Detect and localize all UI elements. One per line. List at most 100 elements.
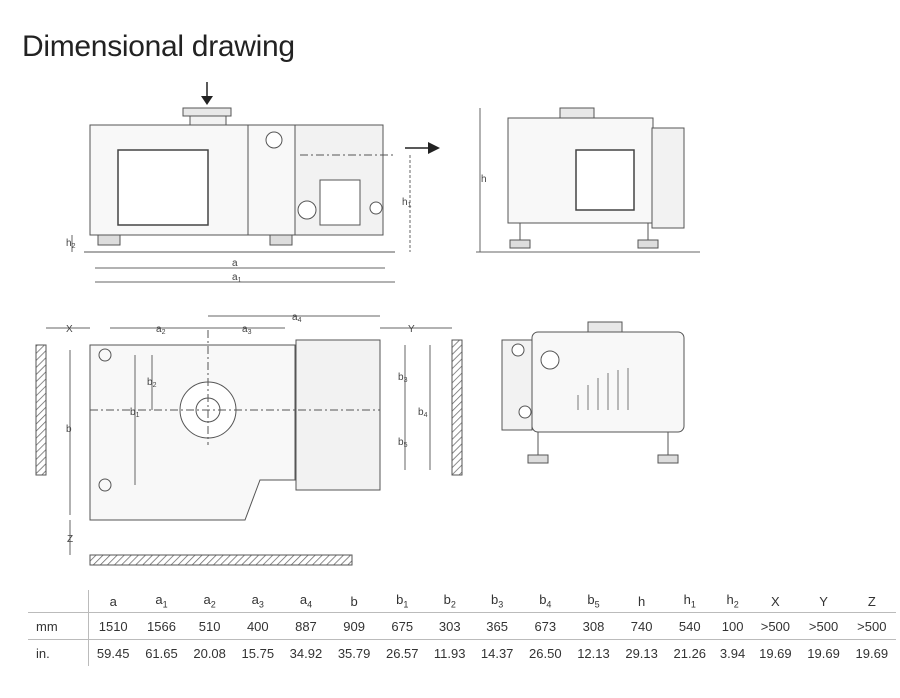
- column-header-base: b: [350, 593, 358, 609]
- dim-label-z: Z: [67, 534, 73, 545]
- column-header: a4: [282, 590, 330, 613]
- table-cell: 34.92: [289, 645, 323, 661]
- table-cell: 1566: [137, 612, 186, 640]
- table-row: in. 59.45 61.65 20.08 15.75 34.92 35.79 26.57 11…: [28, 639, 896, 666]
- dim-label-h2: h2: [66, 238, 76, 250]
- page-title: Dimensional drawing: [22, 30, 295, 63]
- dim-label-b: b: [66, 424, 72, 435]
- column-header: b1: [378, 590, 426, 613]
- table-cell: 100: [713, 612, 752, 640]
- table-cell: 26.57: [385, 645, 419, 661]
- table-cell: 61.65: [145, 645, 178, 661]
- column-header: h1: [666, 590, 714, 613]
- column-header-subscript: 1: [162, 599, 168, 610]
- dim-label-h1: h1: [402, 197, 412, 209]
- column-header-subscript: 3: [498, 599, 504, 610]
- table-cell: 887: [281, 612, 331, 640]
- column-header-base: b: [491, 592, 499, 608]
- table-cell: 3.94: [719, 645, 746, 661]
- table-cell: 12.13: [577, 645, 610, 661]
- side-view: [476, 107, 700, 253]
- column-header: a2: [186, 590, 234, 613]
- table-cell: >500: [751, 612, 800, 640]
- column-header-subscript: 4: [546, 599, 552, 610]
- table-cell: 510: [185, 612, 234, 640]
- table-cell: 303: [426, 612, 474, 640]
- column-header-subscript: 4: [307, 599, 313, 610]
- dim-label-b3: b3: [398, 372, 408, 384]
- column-header-subscript: 2: [733, 599, 739, 610]
- table-cell: 29.13: [625, 645, 658, 661]
- table-cell: 11.93: [433, 645, 466, 661]
- column-header-base: Y: [819, 593, 828, 609]
- column-header: b4: [521, 590, 569, 613]
- top-view: [35, 315, 463, 566]
- dim-label-b5: b5: [398, 437, 408, 449]
- column-header-subscript: 1: [690, 599, 696, 610]
- table-cell: 675: [378, 612, 427, 640]
- column-header: Z: [848, 590, 896, 613]
- table-cell: 35.79: [337, 645, 371, 661]
- table-cell: 540: [665, 612, 714, 640]
- column-header-subscript: 5: [594, 599, 600, 610]
- dim-label-b1: b1: [130, 407, 140, 419]
- column-header-subscript: 1: [403, 599, 409, 610]
- table-cell: 14.37: [480, 645, 514, 661]
- dim-label-a: a: [232, 258, 238, 269]
- table-cell: 1510: [88, 612, 138, 640]
- table-cell: 673: [521, 612, 570, 640]
- column-header: X: [751, 590, 799, 613]
- table-cell: 400: [233, 612, 282, 640]
- column-header-base: a: [251, 592, 259, 608]
- column-header: b5: [569, 590, 617, 613]
- table-cell: 308: [569, 612, 618, 640]
- row-unit-label: in.: [28, 639, 89, 666]
- dim-label-b4: b4: [418, 407, 428, 419]
- table-cell: >500: [799, 612, 848, 640]
- dim-label-a3: a3: [242, 324, 252, 336]
- column-header-base: b: [396, 592, 404, 608]
- column-header-subscript: 2: [210, 599, 216, 610]
- column-header-base: b: [587, 592, 595, 608]
- column-header-subscript: 2: [450, 599, 456, 610]
- table-cell: 19.69: [807, 645, 840, 661]
- column-header: b2: [426, 590, 473, 613]
- column-header-subscript: 3: [258, 599, 264, 610]
- table-cell: 365: [473, 612, 522, 640]
- dimensional-drawing: a a1 h1 h2 h: [35, 82, 700, 566]
- dim-label-b2: b2: [147, 377, 157, 389]
- dim-label-a4: a4: [292, 312, 302, 324]
- column-header: a: [89, 590, 138, 613]
- row-unit-label: mm: [28, 612, 89, 640]
- column-header-base: a: [203, 592, 211, 608]
- table-cell: 15.75: [241, 645, 275, 661]
- dim-label-a2: a2: [156, 324, 166, 336]
- column-header-base: Z: [867, 593, 876, 609]
- table-cell: 20.08: [193, 645, 226, 661]
- column-header-base: X: [771, 593, 780, 609]
- column-header-base: b: [443, 592, 451, 608]
- table-cell: 26.50: [529, 645, 562, 661]
- table-cell: >500: [847, 612, 896, 640]
- column-header-base: b: [539, 592, 547, 608]
- column-header-base: h: [638, 593, 646, 609]
- table-corner-cell: [28, 590, 89, 613]
- column-header: a1: [137, 590, 185, 613]
- column-header-base: h: [726, 592, 734, 608]
- table-cell: 740: [617, 612, 666, 640]
- table-cell: 19.69: [759, 645, 792, 661]
- table-cell: 909: [330, 612, 379, 640]
- column-header: h: [618, 590, 666, 613]
- table-cell: 59.45: [96, 645, 130, 661]
- dim-label-h: h: [481, 174, 487, 185]
- column-header: h2: [714, 590, 751, 613]
- front-view: [71, 82, 440, 283]
- rear-view: [501, 321, 685, 464]
- column-header-base: a: [155, 592, 163, 608]
- table-cell: 19.69: [855, 645, 889, 661]
- dim-label-y: Y: [408, 324, 415, 335]
- column-header-base: a: [299, 592, 308, 608]
